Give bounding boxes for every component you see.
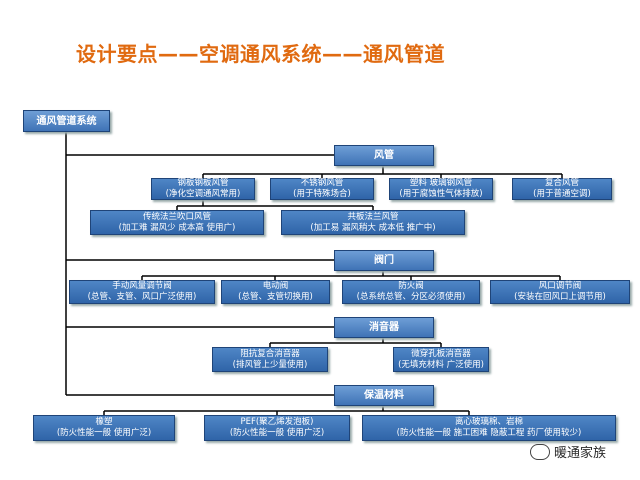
section-header-duct: 风管 bbox=[334, 145, 434, 166]
item-line1: 复合风管 bbox=[544, 178, 579, 188]
insulation-item-pef: PEF(聚乙烯发泡板) (防火性能一般 使用广泛) bbox=[204, 415, 350, 441]
section-label: 消音器 bbox=[369, 322, 399, 333]
valve-item-manual: 手动风量调节阀 (总管、支管、风口广泛使用) bbox=[69, 280, 215, 304]
item-line2: (用于普通空调) bbox=[533, 189, 591, 199]
item-line2: (总管、支管切换用) bbox=[238, 292, 313, 302]
silencer-item-microperforated: 微穿孔板消音器 (无填充材料 广泛使用) bbox=[393, 347, 489, 372]
item-line1: 阻抗复合消音器 bbox=[240, 348, 300, 359]
item-line2: (加工难 漏风少 成本高 使用广) bbox=[118, 222, 236, 233]
watermark: 暖通家族 bbox=[530, 442, 606, 461]
item-line2: (用于特殊场合) bbox=[293, 189, 351, 199]
duct-item-composite: 复合风管 (用于普通空调) bbox=[512, 178, 612, 200]
item-line2: (排风管上少量使用) bbox=[232, 359, 308, 370]
item-line1: 电动阀 bbox=[262, 281, 289, 291]
valve-item-outlet: 风口调节阀 (安装在回风口上调节用) bbox=[490, 280, 630, 304]
item-line1: 离心玻璃棉、岩棉 bbox=[454, 417, 523, 427]
item-line2: (用于腐蚀性气体排放) bbox=[399, 189, 483, 199]
silencer-item-impedance: 阻抗复合消音器 (排风管上少量使用) bbox=[212, 347, 328, 372]
item-line1: 防火阀 bbox=[398, 281, 424, 291]
valve-item-electric: 电动阀 (总管、支管切换用) bbox=[221, 280, 330, 304]
item-line1: 塑料 玻璃钢风管 bbox=[409, 178, 473, 188]
item-line1: 微穿孔板消音器 bbox=[411, 348, 471, 359]
item-line2: (防火性能一般 使用广泛) bbox=[56, 428, 152, 438]
wechat-icon bbox=[530, 443, 550, 460]
insulation-item-rubber: 橡塑 (防火性能一般 使用广泛) bbox=[33, 415, 175, 441]
item-line1: 风口调节阀 bbox=[538, 281, 582, 291]
root-label: 通风管道系统 bbox=[36, 115, 97, 127]
section-label: 保温材料 bbox=[364, 390, 404, 401]
item-line1: 不锈钢风管 bbox=[300, 178, 344, 188]
page-title: 设计要点——空调通风系统——通风管道 bbox=[76, 42, 445, 66]
section-label: 风管 bbox=[374, 150, 394, 161]
duct-item-flange: 传统法兰吹口风管 (加工难 漏风少 成本高 使用广) bbox=[90, 210, 264, 235]
item-line2: (无填充材料 广泛使用) bbox=[398, 359, 484, 370]
item-line2: (安装在回风口上调节用) bbox=[514, 292, 606, 302]
item-line1: PEF(聚乙烯发泡板) bbox=[240, 417, 314, 427]
item-line2: (净化空调通风常用) bbox=[165, 189, 241, 199]
item-line2: (总系统总管、分区必须使用) bbox=[356, 292, 466, 302]
section-header-valve: 阀门 bbox=[334, 250, 434, 271]
item-line2: (总管、支管、风口广泛使用) bbox=[87, 292, 197, 302]
item-line1: 橡塑 bbox=[95, 417, 113, 427]
valve-item-fire: 防火阀 (总系统总管、分区必须使用) bbox=[342, 280, 480, 304]
item-line2: (防火性能一般 施工困难 隐蔽工程 药厂使用较少) bbox=[396, 428, 582, 438]
item-line2: (防火性能一般 使用广泛) bbox=[229, 428, 325, 438]
item-line2: (加工易 漏风稍大 成本低 推广中) bbox=[310, 222, 436, 233]
item-line1: 钢板钢板风管 bbox=[177, 178, 229, 188]
root-node: 通风管道系统 bbox=[23, 110, 110, 132]
item-line1: 手动风量调节阀 bbox=[112, 281, 172, 291]
watermark-text: 暖通家族 bbox=[554, 446, 607, 461]
duct-item-plastic: 塑料 玻璃钢风管 (用于腐蚀性气体排放) bbox=[389, 178, 493, 200]
section-header-insulation: 保温材料 bbox=[334, 385, 434, 406]
item-line1: 传统法兰吹口风管 bbox=[142, 211, 211, 222]
section-label: 阀门 bbox=[374, 255, 394, 266]
duct-item-common-flange: 共板法兰风管 (加工易 漏风稍大 成本低 推广中) bbox=[281, 210, 465, 235]
duct-item-steel: 钢板钢板风管 (净化空调通风常用) bbox=[151, 178, 255, 200]
section-header-silencer: 消音器 bbox=[334, 317, 434, 338]
item-line1: 共板法兰风管 bbox=[347, 211, 399, 222]
duct-item-stainless: 不锈钢风管 (用于特殊场合) bbox=[270, 178, 374, 200]
insulation-item-glasswool: 离心玻璃棉、岩棉 (防火性能一般 施工困难 隐蔽工程 药厂使用较少) bbox=[362, 415, 616, 441]
